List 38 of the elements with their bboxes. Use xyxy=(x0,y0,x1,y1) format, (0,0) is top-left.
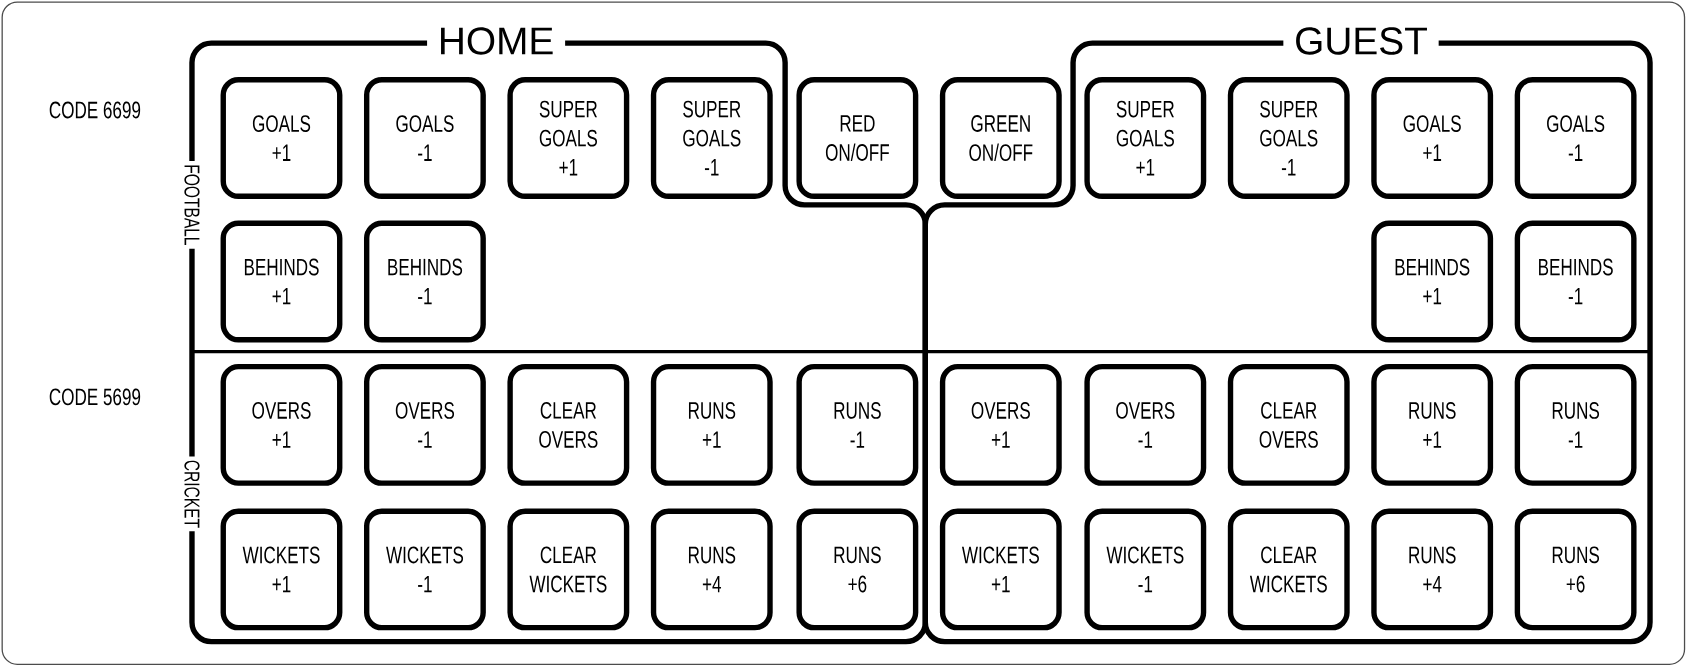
key-button: GOALS +1 xyxy=(1371,77,1494,200)
key-button: BEHINDS -1 xyxy=(1514,220,1637,343)
section-label: CRICKET xyxy=(181,456,203,532)
key-button: GOALS +1 xyxy=(220,77,343,200)
key-button: RUNS -1 xyxy=(1514,364,1637,486)
key-button: SUPER GOALS +1 xyxy=(507,77,630,200)
key-button: BEHINDS +1 xyxy=(220,220,343,343)
key-button: SUPER GOALS -1 xyxy=(650,77,773,200)
code-label: CODE 5699 xyxy=(49,388,141,406)
code-label: CODE 6699 xyxy=(49,101,141,119)
key-button: OVERS -1 xyxy=(1084,364,1207,486)
key-button: GREEN ON/OFF xyxy=(939,77,1062,200)
key-button: RUNS +1 xyxy=(650,364,773,486)
key-button: GOALS -1 xyxy=(364,77,486,200)
key-button: RUNS +6 xyxy=(1514,508,1637,631)
key-button: RUNS -1 xyxy=(796,364,919,486)
key-button: CLEAR OVERS xyxy=(507,364,630,486)
key-button: RUNS +1 xyxy=(1371,364,1494,486)
key-button: SUPER GOALS -1 xyxy=(1227,77,1350,200)
key-button: RUNS +4 xyxy=(650,508,773,631)
key-button: WICKETS -1 xyxy=(1084,508,1207,631)
key-button: RUNS +4 xyxy=(1371,508,1494,631)
key-button: WICKETS +1 xyxy=(939,508,1062,631)
key-button: GOALS -1 xyxy=(1514,77,1637,200)
key-button: CLEAR WICKETS xyxy=(1227,508,1350,631)
key-button: OVERS -1 xyxy=(364,364,486,486)
key-button: OVERS +1 xyxy=(220,364,343,486)
section-label: FOOTBALL xyxy=(181,161,203,249)
key-button: BEHINDS -1 xyxy=(364,220,486,343)
key-button: WICKETS -1 xyxy=(364,508,486,631)
key-button: SUPER GOALS +1 xyxy=(1084,77,1207,200)
key-button: BEHINDS +1 xyxy=(1371,220,1494,343)
key-button: OVERS +1 xyxy=(939,364,1062,486)
key-button: RED ON/OFF xyxy=(796,77,919,200)
key-button: CLEAR OVERS xyxy=(1227,364,1350,486)
key-button: WICKETS +1 xyxy=(220,508,343,631)
key-button: CLEAR WICKETS xyxy=(507,508,630,631)
key-button: RUNS +6 xyxy=(796,508,919,631)
